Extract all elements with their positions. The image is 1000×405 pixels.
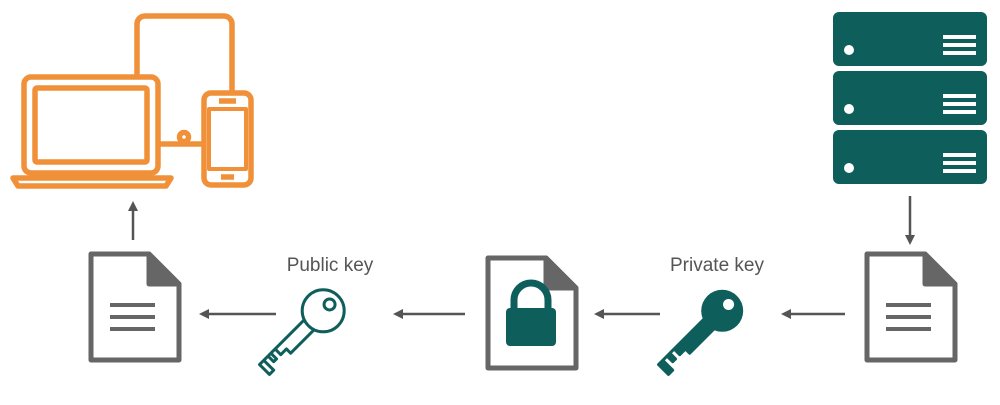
private-key-icon (657, 289, 744, 376)
devices-icon (10, 13, 254, 189)
server-unit (833, 71, 987, 125)
private-key-label: Private key (670, 255, 764, 276)
document-icon (864, 251, 958, 363)
document-icon (88, 251, 182, 363)
public-key-label: Public key (287, 255, 374, 276)
locked-document-icon (485, 255, 579, 371)
padlock-icon (506, 279, 556, 346)
public-key-icon (258, 288, 346, 376)
phone-icon (201, 90, 254, 188)
tablet-button (176, 129, 192, 145)
server-unit (833, 12, 987, 66)
arrows (128, 196, 915, 319)
server-unit (833, 130, 987, 184)
server-icon (833, 12, 987, 184)
laptop-icon (10, 74, 174, 189)
